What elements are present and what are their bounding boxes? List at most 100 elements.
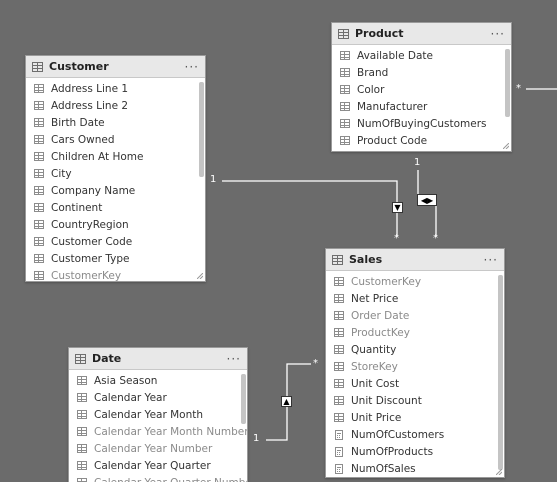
customer-table-header[interactable]: Customer ··· [26,56,205,78]
calculator-icon [335,429,343,440]
field-label: Address Line 1 [51,82,129,95]
field-row[interactable]: Address Line 2 [26,97,205,114]
column-icon [334,311,344,320]
field-row[interactable]: CustomerKey [326,273,504,290]
field-row[interactable]: Customer Code [26,233,205,250]
field-row[interactable]: CustomerKey [26,267,205,281]
field-row[interactable]: Calendar Year Month Number [69,423,247,440]
date-sales-many-label: * [313,358,318,369]
field-label: Calendar Year Number [94,442,213,455]
field-row[interactable]: NumOfBuyingCustomers [332,115,511,132]
field-label: Unit Cost [351,377,400,390]
field-row[interactable]: Quantity [326,341,504,358]
more-options-icon[interactable]: ··· [184,59,199,74]
column-icon [34,237,44,246]
field-label: Net Price [351,292,399,305]
field-row[interactable]: City [26,165,205,182]
product-table-title: Product [355,27,404,40]
resize-grip-icon[interactable] [197,273,203,279]
sales-table-title: Sales [349,253,383,266]
field-row[interactable]: Calendar Year [69,389,247,406]
field-row[interactable]: NumOfProducts [326,443,504,460]
field-label: Cars Owned [51,133,115,146]
field-row[interactable]: NumOfCustomers [326,426,504,443]
resize-grip-icon[interactable] [503,143,509,149]
field-row[interactable]: Birth Date [26,114,205,131]
field-row[interactable]: Order Date [326,307,504,324]
field-label: CustomerKey [351,275,422,288]
more-options-icon[interactable]: ··· [490,26,505,41]
field-label: Manufacturer [357,100,428,113]
field-row[interactable]: Children At Home [26,148,205,165]
column-icon [340,102,350,111]
field-row[interactable]: Available Date [332,47,511,64]
column-icon [334,277,344,286]
field-row[interactable]: Company Name [26,182,205,199]
field-row[interactable]: Manufacturer [332,98,511,115]
field-row[interactable]: Calendar Year Quarter Number [69,474,247,482]
field-row[interactable]: Product Code [332,132,511,149]
customer-sales-line[interactable] [222,180,398,237]
column-icon [340,68,350,77]
customer-table-card[interactable]: Customer ··· Address Line 1 Address Line … [25,55,206,282]
field-row[interactable]: Customer Type [26,250,205,267]
field-row[interactable]: Unit Discount [326,392,504,409]
column-icon [77,478,87,482]
column-icon [77,410,87,419]
sales-table-scrollbar[interactable] [498,275,503,470]
product-table-header[interactable]: Product ··· [332,23,511,45]
product-offscreen-many-label: * [516,83,521,94]
field-label: Customer Type [51,252,130,265]
column-icon [77,461,87,470]
field-row[interactable]: Calendar Year Number [69,440,247,457]
field-row[interactable]: Continent [26,199,205,216]
field-row[interactable]: Unit Cost [326,375,504,392]
field-row[interactable]: CountryRegion [26,216,205,233]
field-row[interactable]: Calendar Year Quarter [69,457,247,474]
sales-table-header[interactable]: Sales ··· [326,249,504,271]
column-icon [334,294,344,303]
column-icon [34,254,44,263]
field-label: Customer Code [51,235,133,248]
date-sales-filter-direction-icon[interactable]: ▲ [281,396,292,407]
field-row[interactable]: ProductKey [326,324,504,341]
column-icon [34,203,44,212]
more-options-icon[interactable]: ··· [226,351,241,366]
field-row[interactable]: StoreKey [326,358,504,375]
date-sales-one-label: 1 [253,433,260,444]
field-row[interactable]: Brand [332,64,511,81]
field-label: Unit Discount [351,394,422,407]
date-table-header[interactable]: Date ··· [69,348,247,370]
field-label: Calendar Year Quarter Number [94,477,247,482]
field-row[interactable]: Asia Season [69,372,247,389]
customer-table-scrollbar[interactable] [199,82,204,177]
product-sales-bidirectional-filter-icon[interactable]: ◀▶ [417,194,437,206]
field-label: Birth Date [51,116,105,129]
field-label: NumOfBuyingCustomers [357,117,487,130]
field-label: Company Name [51,184,136,197]
field-row[interactable]: Color [332,81,511,98]
customer-table-title: Customer [49,60,109,73]
field-row[interactable]: Unit Price [326,409,504,426]
more-options-icon[interactable]: ··· [483,252,498,267]
field-label: Children At Home [51,150,144,163]
customer-sales-filter-direction-icon[interactable]: ▼ [392,202,403,213]
field-row[interactable]: Calendar Year Month [69,406,247,423]
product-table-scrollbar[interactable] [505,49,510,117]
field-row[interactable]: NumOfSales [326,460,504,477]
field-row[interactable]: Cars Owned [26,131,205,148]
date-table-scrollbar[interactable] [241,374,246,424]
column-icon [34,169,44,178]
column-icon [34,152,44,161]
field-row[interactable]: Address Line 1 [26,80,205,97]
column-icon [34,220,44,229]
resize-grip-icon[interactable] [496,469,502,475]
column-icon [334,413,344,422]
field-row[interactable]: Net Price [326,290,504,307]
